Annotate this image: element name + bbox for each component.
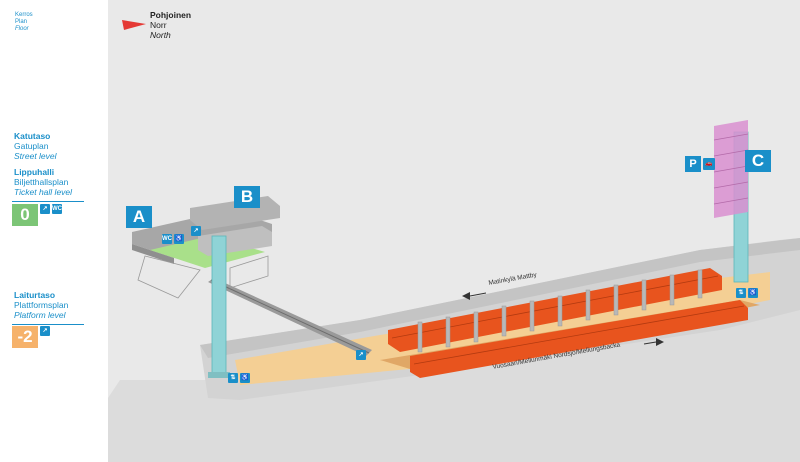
elevator-icon: ⇅: [736, 288, 746, 298]
legend-panel: Kerros Plan Floor Katutaso Gatuplan Stre…: [0, 0, 108, 462]
train-north: [388, 268, 722, 352]
escalator-icon: ↗: [356, 350, 366, 360]
level-minus2-badge: -2: [12, 326, 38, 348]
wheelchair-icon: ♿: [240, 373, 250, 383]
level-street-sv: Gatuplan: [14, 141, 49, 151]
platform-pillars: [417, 269, 703, 353]
level-ticket-en: Ticket hall level: [14, 187, 73, 197]
north-sv: Norr: [150, 20, 167, 30]
arrow-west-icon: [462, 292, 470, 300]
wc-icon: WC: [162, 234, 172, 244]
level-street-en: Street level: [14, 151, 57, 161]
tunnel-top: [200, 238, 800, 358]
ticket-hall-grid-2: [229, 255, 269, 289]
level-street[interactable]: Katutaso Gatuplan Street level: [14, 131, 57, 161]
level-ticket-sv: Biljetthallsplan: [14, 177, 69, 187]
level-0-badge: 0: [12, 204, 38, 226]
escalator-icon: ↗: [40, 326, 50, 336]
ticket-hall-side: [132, 244, 174, 264]
floor-header-sv: Plan: [15, 19, 28, 25]
level-ticket-fi: Lippuhalli: [14, 167, 55, 177]
elevator-icon: ⇅: [228, 373, 238, 383]
escalator-icon: ↗: [191, 226, 201, 236]
arrow-east-icon: [656, 338, 664, 346]
level-platform-sv: Plattformsplan: [14, 300, 69, 310]
level-ticket-hall[interactable]: Lippuhalli Biljetthallsplan Ticket hall …: [14, 167, 72, 197]
entrance-a-badge[interactable]: A: [126, 206, 152, 228]
entrance-c-badge[interactable]: C: [745, 150, 771, 172]
floor-header-fi: Kerros: [15, 12, 33, 18]
train-south: [410, 300, 748, 378]
car-icon: 🚗: [703, 158, 715, 170]
entrance-c-tower: [713, 120, 749, 283]
north-en: North: [150, 30, 171, 40]
divider-platform: [12, 324, 84, 325]
entrance-b-badge[interactable]: B: [234, 186, 260, 208]
floor-header-en: Floor: [15, 26, 29, 32]
wheelchair-icon: ♿: [174, 234, 184, 244]
north-arrow-icon: [122, 20, 146, 30]
level-platform-en: Platform level: [14, 310, 66, 320]
level-platform-fi: Laiturtaso: [14, 290, 56, 300]
level-platform[interactable]: Laiturtaso Plattformsplan Platform level: [14, 290, 68, 320]
elevator-shaft: [211, 235, 227, 377]
escalator-icon: ↗: [40, 204, 50, 214]
wheelchair-icon: ♿: [748, 288, 758, 298]
level-street-fi: Katutaso: [14, 131, 51, 141]
escalator-rail: [210, 279, 370, 354]
divider-ticket: [12, 201, 84, 202]
ticket-hall-grid: [137, 255, 201, 299]
elevator-base: [208, 372, 230, 378]
parking-icon: P: [685, 156, 701, 172]
north-fi: Pohjoinen: [150, 10, 192, 20]
wc-icon: WC: [52, 204, 62, 214]
floor-header: Kerros Plan Floor: [15, 12, 33, 33]
north-label: Pohjoinen Norr North: [150, 10, 191, 40]
